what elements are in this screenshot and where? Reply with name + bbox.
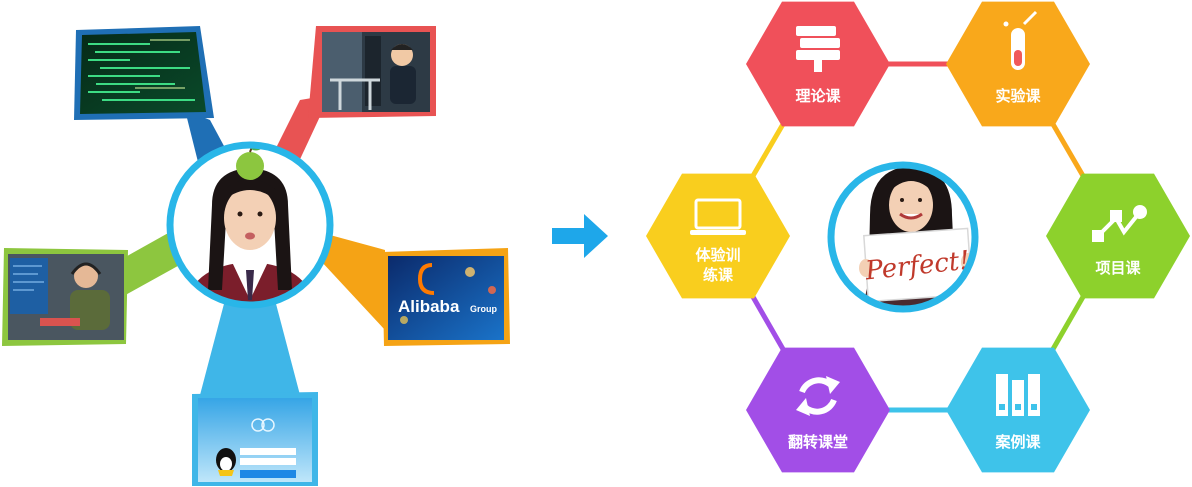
left-photo-cluster: Alibaba Group bbox=[2, 26, 510, 486]
course-hexagon: 翻转课堂 bbox=[746, 347, 890, 473]
laptop-icon bbox=[690, 198, 746, 235]
course-hexagon: 案例课 bbox=[946, 347, 1090, 473]
hexagon-label-line2: 练课 bbox=[703, 266, 734, 284]
books-icon bbox=[796, 26, 840, 72]
flow-arrow-icon bbox=[552, 214, 608, 258]
photo-server-room bbox=[308, 26, 436, 118]
course-hexagon: 理论课 bbox=[746, 1, 890, 127]
network-icon bbox=[1092, 205, 1147, 242]
alibaba-logo-text: Alibaba bbox=[398, 297, 460, 316]
hexagon-shape bbox=[1046, 173, 1190, 299]
left-center-student bbox=[166, 141, 334, 309]
photo-code-screen bbox=[74, 26, 214, 120]
photo-headset-coder bbox=[2, 248, 128, 346]
binders-icon bbox=[996, 374, 1040, 416]
wedge-qq bbox=[200, 300, 300, 395]
hexagon-label: 实验课 bbox=[995, 87, 1041, 105]
alibaba-logo-suffix: Group bbox=[470, 304, 497, 314]
refresh-icon bbox=[796, 376, 840, 416]
hexagon-label: 项目课 bbox=[1095, 259, 1141, 277]
hexagon-label: 体验训 bbox=[695, 246, 740, 264]
photo-alibaba: Alibaba Group bbox=[382, 248, 510, 346]
hexagon-label: 翻转课堂 bbox=[788, 433, 848, 451]
wedge-alibaba bbox=[320, 235, 385, 330]
hexagon-shape bbox=[646, 173, 790, 299]
hexagon-label: 理论课 bbox=[795, 87, 841, 105]
course-hexagon: 实验课 bbox=[946, 1, 1090, 127]
right-center-student: Perfect! bbox=[827, 161, 979, 313]
wedge-headset bbox=[120, 232, 185, 298]
hexagon-label: 案例课 bbox=[994, 433, 1041, 451]
photo-qq-login bbox=[192, 392, 318, 486]
test-tube-icon bbox=[1003, 10, 1038, 70]
course-hexagon: 项目课 bbox=[1046, 173, 1190, 299]
